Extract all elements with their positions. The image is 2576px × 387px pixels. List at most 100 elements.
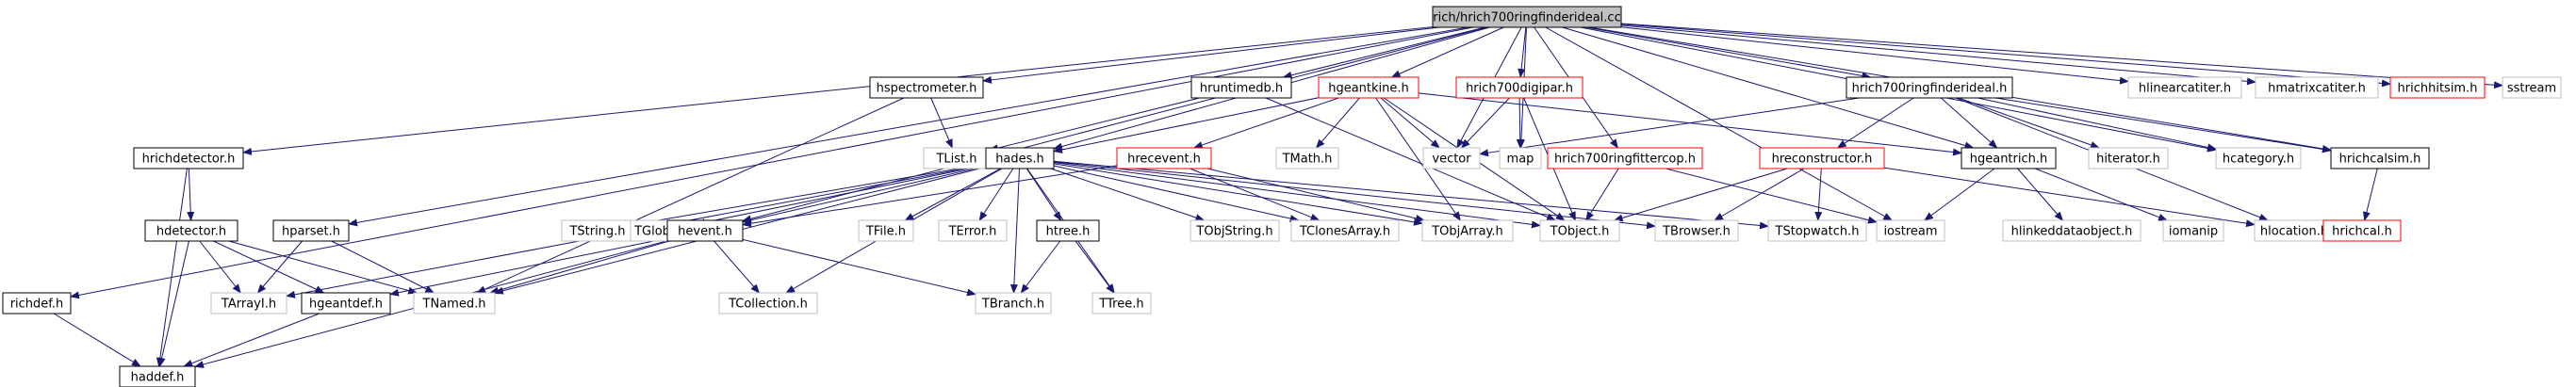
node-tobject: TObject.h: [1539, 219, 1620, 242]
node-label-hgeantdef: hgeantdef.h: [309, 298, 383, 312]
node-box-tstopwatch: [1767, 219, 1867, 242]
node-box-hspectrometer: [869, 76, 984, 99]
edge-hspectrometer-to-tlist: [930, 97, 953, 149]
node-hrichcal[interactable]: hrichcal.h: [2322, 219, 2402, 242]
edge-hruntimedb-to-tlist: [989, 97, 1200, 153]
edge-root-to-hspectrometer: [982, 26, 1439, 84]
edge-hgeantkine-to-hrecevent: [1192, 97, 1339, 149]
node-label-root: rich/hrich700ringfinderideal.cc: [1433, 11, 1620, 25]
edge-hgeantdef-to-haddef: [183, 313, 320, 367]
node-hgeantdef[interactable]: hgeantdef.h: [301, 292, 391, 314]
node-label-hades: hades.h: [995, 153, 1044, 167]
edge-hgeantrich-to-iomanip: [2034, 168, 2168, 221]
node-label-map: map: [1507, 153, 1534, 167]
edge-hades-to-tstopwatch: [1053, 160, 1769, 230]
node-hreconstructor[interactable]: hreconstructor.h: [1759, 147, 1885, 169]
node-tobjstring: TObjString.h: [1190, 219, 1280, 242]
node-label-hdetector: hdetector.h: [156, 225, 226, 239]
node-hgeantkine[interactable]: hgeantkine.h: [1318, 76, 1419, 99]
edge-hrich700ringfinderideal-to-vector: [1479, 97, 1860, 157]
edge-root-to-hparset: [348, 26, 1468, 227]
node-box-hgeantkine: [1318, 76, 1419, 99]
edge-hades-to-tbrowser: [1053, 161, 1656, 230]
node-label-hrecevent: hrecevent.h: [1127, 153, 1201, 167]
node-iomanip: iomanip: [2162, 219, 2224, 242]
node-haddef[interactable]: haddef.h: [119, 365, 196, 387]
node-box-sstream: [2502, 76, 2562, 99]
node-box-tcollection: [718, 292, 818, 314]
node-box-hrichdetector: [133, 147, 244, 169]
node-hlinearcatiter: hlinearcatiter.h: [2127, 76, 2242, 99]
node-label-tclonesarray: TClonesArray.h: [1299, 225, 1390, 239]
edge-hrich700ringfittercop-to-tobject: [1585, 168, 1619, 221]
edge-hrich700ringfinderideal-to-hreconstructor: [1836, 97, 1914, 149]
node-tmath: TMath.h: [1275, 147, 1339, 169]
node-box-hrich700ringfinderideal: [1846, 76, 2013, 99]
node-label-hreconstructor: hreconstructor.h: [1772, 153, 1873, 167]
node-hrich700ringfittercop[interactable]: hrich700ringfittercop.h: [1547, 147, 1703, 169]
node-htree[interactable]: htree.h: [1036, 219, 1100, 242]
edge-hrichdetector-to-hdetector: [187, 168, 195, 221]
node-label-tlist: TList.h: [935, 153, 976, 167]
node-label-tobject: TObject.h: [1550, 225, 1610, 239]
node-hdetector[interactable]: hdetector.h: [144, 219, 238, 242]
node-label-hruntimedb: hruntimedb.h: [1200, 82, 1283, 96]
node-hruntimedb[interactable]: hruntimedb.h: [1190, 76, 1292, 99]
edge-hrecevent-to-tclonesarray: [1190, 168, 1321, 221]
node-label-iostream: iostream: [1883, 225, 1937, 239]
edge-hrecevent-to-tobjarray: [1206, 168, 1425, 222]
node-tfile: TFile.h: [858, 219, 914, 242]
node-hrichhitsim[interactable]: hrichhitsim.h: [2389, 76, 2486, 99]
node-hrich700digipar[interactable]: hrich700digipar.h: [1455, 76, 1583, 99]
edge-hdetector-to-haddef: [157, 240, 189, 367]
node-tlist: TList.h: [923, 147, 991, 169]
node-tobjarray: TObjArray.h: [1421, 219, 1514, 242]
node-hrich700ringfinderideal[interactable]: hrich700ringfinderideal.h: [1846, 76, 2013, 99]
node-box-tbrowser: [1654, 219, 1739, 242]
node-hrecevent[interactable]: hrecevent.h: [1116, 147, 1212, 169]
node-box-hlinearcatiter: [2127, 76, 2242, 99]
edge-hgeantrich-to-hlinkeddataobject: [2017, 168, 2064, 221]
node-label-tmath: TMath.h: [1282, 153, 1333, 167]
edge-hgeantkine-to-vector: [1380, 97, 1440, 149]
node-label-iomanip: iomanip: [2169, 225, 2218, 239]
node-vector: vector: [1422, 147, 1481, 169]
edge-root-to-hgeantkine: [1390, 26, 1504, 78]
node-hades[interactable]: hades.h: [985, 147, 1055, 169]
node-label-tstopwatch: TStopwatch.h: [1775, 225, 1860, 239]
edge-root-to-richdef: [70, 26, 1473, 299]
node-box-map: [1499, 147, 1542, 169]
node-tclonesarray: TClonesArray.h: [1290, 219, 1400, 242]
node-hgeantrich[interactable]: hgeantrich.h: [1961, 147, 2057, 169]
node-richdef[interactable]: richdef.h: [2, 292, 72, 314]
node-box-hrichcalsim: [2330, 147, 2430, 169]
node-hparset[interactable]: hparset.h: [272, 219, 350, 242]
node-label-tarrayi: TArrayI.h: [221, 298, 276, 312]
edge-hades-to-tobjstring: [1050, 168, 1206, 221]
node-label-tbrowser: TBrowser.h: [1662, 225, 1731, 239]
node-label-hiterator: hiterator.h: [2096, 153, 2160, 167]
node-box-tclonesarray: [1290, 219, 1400, 242]
edge-hrecevent-to-hevent: [742, 165, 1118, 228]
node-hevent[interactable]: hevent.h: [666, 219, 744, 242]
node-hrichcalsim[interactable]: hrichcalsim.h: [2330, 147, 2430, 169]
node-label-tcollection: TCollection.h: [728, 298, 808, 312]
node-hspectrometer[interactable]: hspectrometer.h: [869, 76, 984, 99]
node-box-tobjarray: [1421, 219, 1514, 242]
node-box-hevent: [666, 219, 744, 242]
node-box-tarrayi: [210, 292, 287, 314]
node-root[interactable]: rich/hrich700ringfinderideal.cc: [1432, 6, 1622, 28]
edge-hrichdetector-to-haddef: [156, 168, 188, 367]
edge-root-to-iostream: [1545, 26, 1894, 221]
node-iostream: iostream: [1876, 219, 1945, 242]
node-hlocation: hlocation.h: [2254, 219, 2335, 242]
node-hcategory: hcategory.h: [2215, 147, 2302, 169]
node-hrichdetector[interactable]: hrichdetector.h: [133, 147, 244, 169]
edge-hades-to-tstring: [632, 163, 987, 227]
node-label-tbranch: TBranch.h: [981, 298, 1044, 312]
node-tnamed: TNamed.h: [413, 292, 496, 314]
node-label-terror: TError.h: [948, 225, 997, 239]
node-label-sstream: sstream: [2507, 82, 2556, 96]
node-label-vector: vector: [1432, 153, 1471, 167]
edge-hades-to-tbranch: [1009, 168, 1020, 294]
